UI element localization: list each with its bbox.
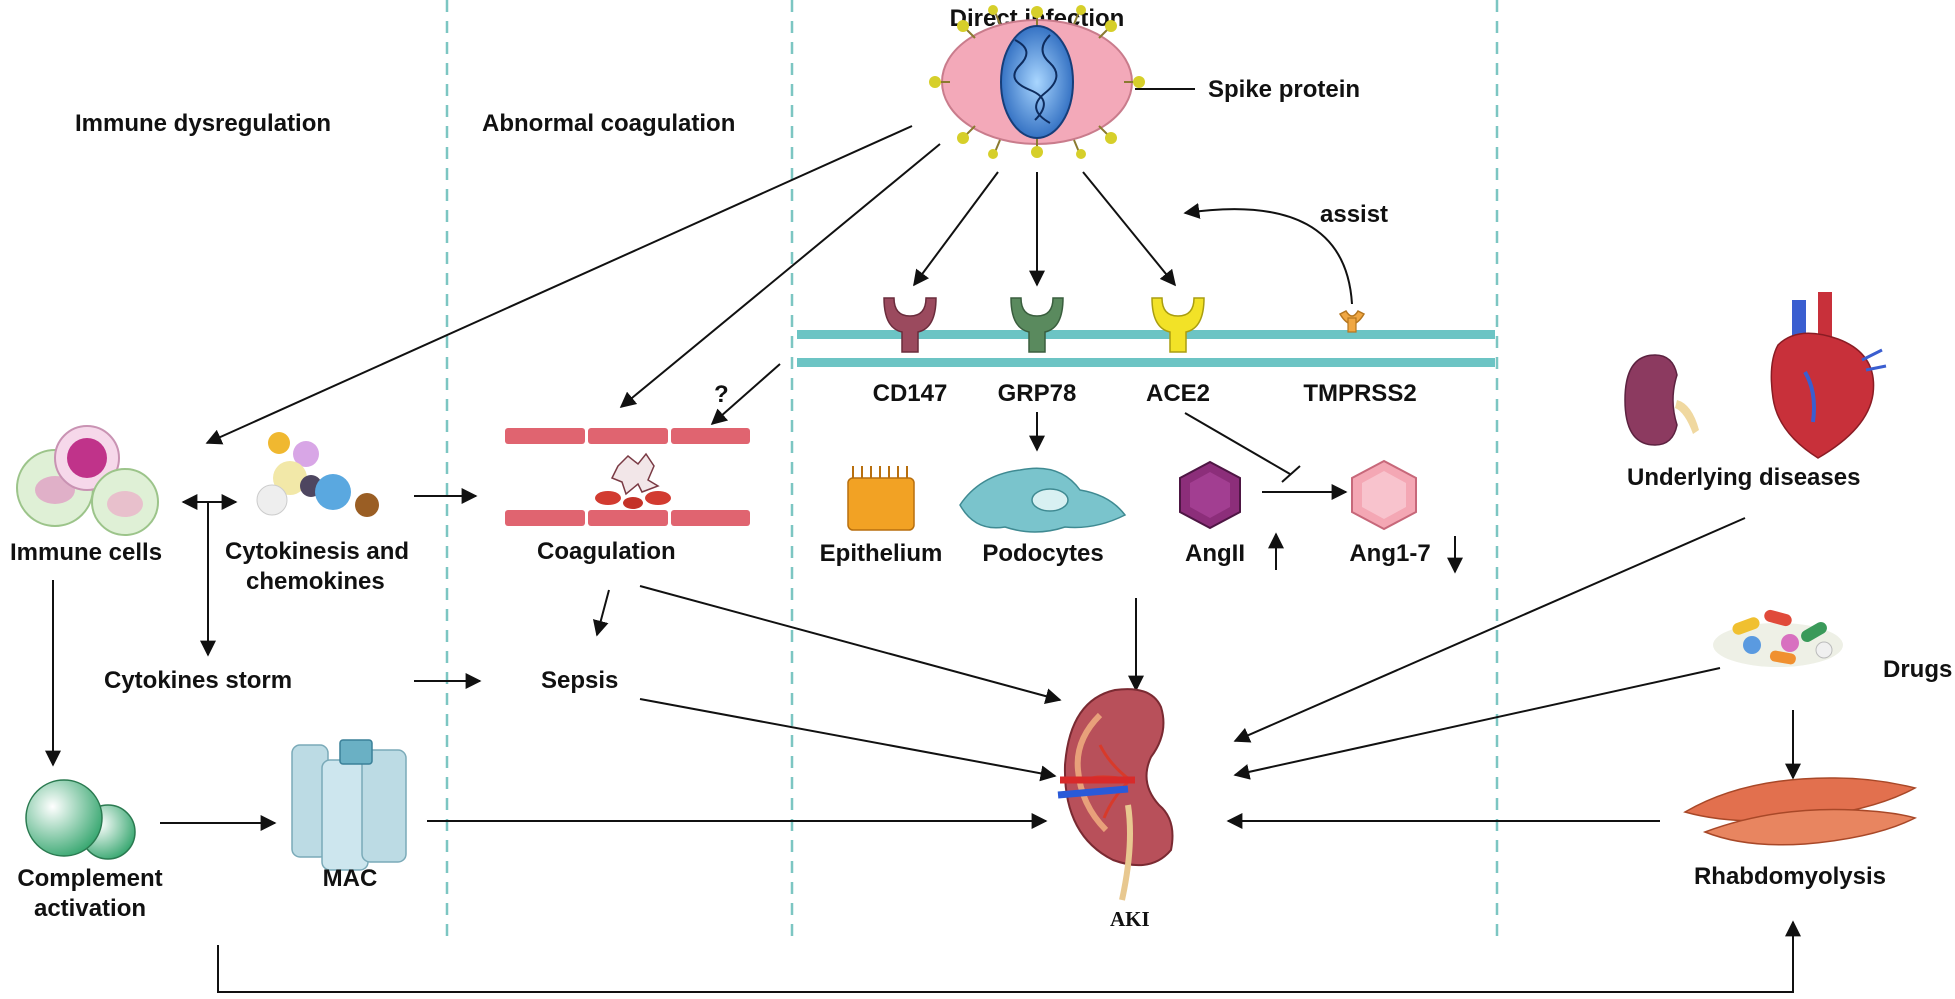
label-activation: activation — [34, 895, 146, 922]
arrow-virus-to-immune-cells — [205, 125, 913, 445]
kidney-aki-icon — [1057, 688, 1174, 901]
ace2-receptor-icon — [1151, 297, 1205, 353]
section-immune-dysregulation: Immune dysregulation — [75, 110, 331, 137]
label-epithelium: Epithelium — [820, 540, 943, 567]
cd147-receptor-icon — [883, 297, 937, 353]
label-drugs: Drugs — [1883, 656, 1952, 683]
ace2-inhibition-bar — [1281, 465, 1301, 483]
ang17-hexagon-icon — [1351, 459, 1417, 531]
arrow-membrane-to-coagulation — [710, 363, 781, 426]
label-rhabdomyolysis: Rhabdomyolysis — [1694, 863, 1886, 890]
cell-membrane — [797, 330, 1495, 367]
assist-arrow — [1183, 203, 1353, 305]
label-ang17: Ang1-7 — [1349, 540, 1430, 567]
label-sepsis: Sepsis — [541, 667, 618, 694]
arrow-coagulation-to-aki — [639, 585, 1062, 704]
coronavirus-icon — [929, 5, 1145, 159]
heart-icon — [1770, 292, 1887, 459]
podocyte-icon — [959, 467, 1127, 533]
blood-vessel-icon — [505, 428, 750, 526]
arrow-virus-to-ace2 — [1082, 171, 1177, 287]
arrow-complement-to-rhabdo — [217, 920, 1801, 993]
epithelium-icon — [847, 466, 915, 531]
pills-icon — [1713, 609, 1843, 667]
arrow-virus-to-coagulation — [619, 143, 941, 409]
arrow-virus-to-cd147 — [913, 171, 999, 287]
label-mac: MAC — [323, 865, 378, 892]
complement-icon — [25, 779, 136, 860]
section-abnormal-coagulation: Abnormal coagulation — [482, 110, 735, 137]
label-cytokinesis: Cytokinesis and — [225, 538, 409, 565]
clot-icon — [595, 452, 671, 509]
mac-pore-icon — [291, 739, 407, 871]
label-angii: AngII — [1185, 540, 1245, 567]
label-coagulation: Coagulation — [537, 538, 676, 565]
label-cd147: CD147 — [873, 380, 948, 407]
label-aki: AKI — [1110, 907, 1150, 931]
kidney-icon — [1624, 354, 1699, 446]
label-grp78: GRP78 — [998, 380, 1077, 407]
label-spike-protein: Spike protein — [1208, 76, 1360, 103]
arrow-underlying-to-aki — [1233, 517, 1746, 743]
tmprss2-icon — [1338, 310, 1366, 333]
arrow-drugs-to-aki — [1233, 667, 1721, 780]
label-chemokines: chemokines — [246, 568, 385, 595]
grp78-receptor-icon — [1010, 297, 1064, 353]
label-tmprss2: TMPRSS2 — [1303, 380, 1416, 407]
label-cytokines-storm: Cytokines storm — [104, 667, 292, 694]
arrow-sepsis-to-aki — [639, 698, 1057, 782]
ace2-inhibition-line — [1184, 412, 1291, 475]
cytokine-balls-icon — [256, 432, 379, 517]
label-question-mark: ? — [714, 381, 729, 408]
arrow-coagulation-to-sepsis — [592, 589, 610, 637]
muscle-icon — [1683, 777, 1918, 846]
label-underlying-diseases: Underlying diseases — [1627, 464, 1860, 491]
label-ace2: ACE2 — [1146, 380, 1210, 407]
immune-cells-icon — [16, 425, 159, 536]
label-podocytes: Podocytes — [982, 540, 1103, 567]
angii-hexagon-icon — [1179, 460, 1241, 530]
label-complement: Complement — [17, 865, 162, 892]
label-immune-cells: Immune cells — [10, 539, 162, 566]
label-assist: assist — [1320, 201, 1388, 228]
